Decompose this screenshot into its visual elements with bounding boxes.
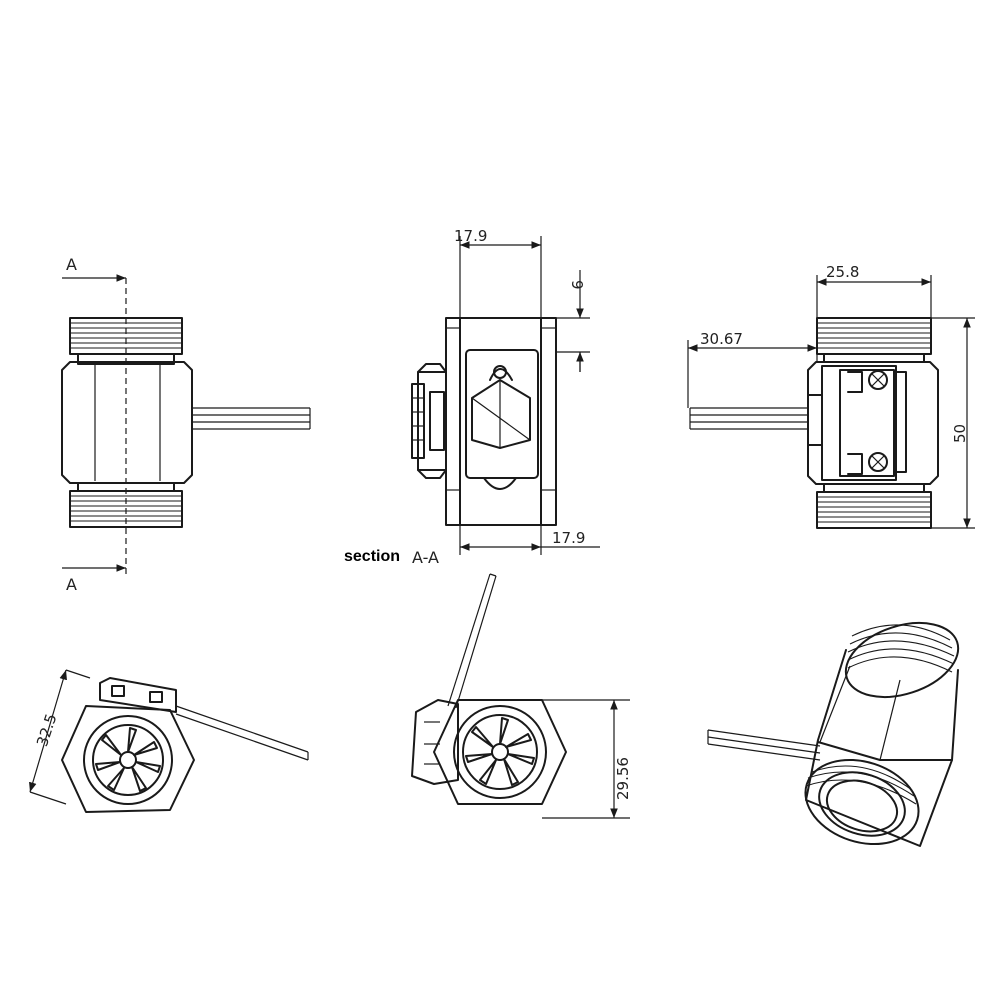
dim-middle-top-width: 17.9: [454, 227, 487, 245]
dim-right-top-width: 25.8: [826, 263, 859, 281]
dim-middle-bottom-width: 17.9: [552, 529, 585, 547]
impeller-left: [95, 727, 161, 792]
section-caption-id: A-A: [412, 548, 439, 567]
sensor-plate: [821, 365, 897, 481]
screw-top: [847, 370, 888, 393]
thread-near: [805, 765, 917, 805]
iso-view-middle: 29.56: [411, 573, 632, 819]
thread-lines-top-right: [817, 322, 931, 349]
dim-right-height: 50: [951, 424, 969, 443]
iso-view-left: 32.5: [29, 669, 309, 813]
dim-iso-middle-diameter: 29.56: [614, 757, 632, 800]
dim-right-wire-offset: 30.67: [700, 330, 743, 348]
impeller-middle: [465, 717, 535, 786]
front-view-right: 25.8 30.67 50: [687, 263, 975, 529]
thread-lines-top-left: [70, 322, 182, 349]
wires-left: [192, 407, 311, 430]
hall-sensor-block: [411, 363, 447, 479]
section-view-middle: 17.9 9 17.9 section A-A: [344, 227, 600, 567]
near-opening: [804, 758, 920, 846]
section-mark-top: A: [66, 255, 77, 274]
screw-bottom: [847, 452, 888, 475]
thread-lines-bottom-right: [817, 496, 931, 523]
section-caption-word: section: [344, 548, 400, 565]
front-view-left: A A: [61, 255, 311, 594]
hex-body-left: [61, 361, 193, 484]
hex-iso-left: [61, 705, 195, 813]
dim-middle-thread-depth: 9: [568, 280, 586, 290]
iso-view-right: [707, 622, 960, 847]
thread-far: [847, 624, 955, 673]
dim-iso-left-diameter: 32.5: [33, 711, 60, 748]
wires-right: [689, 407, 808, 430]
section-mark-bottom: A: [66, 575, 77, 594]
